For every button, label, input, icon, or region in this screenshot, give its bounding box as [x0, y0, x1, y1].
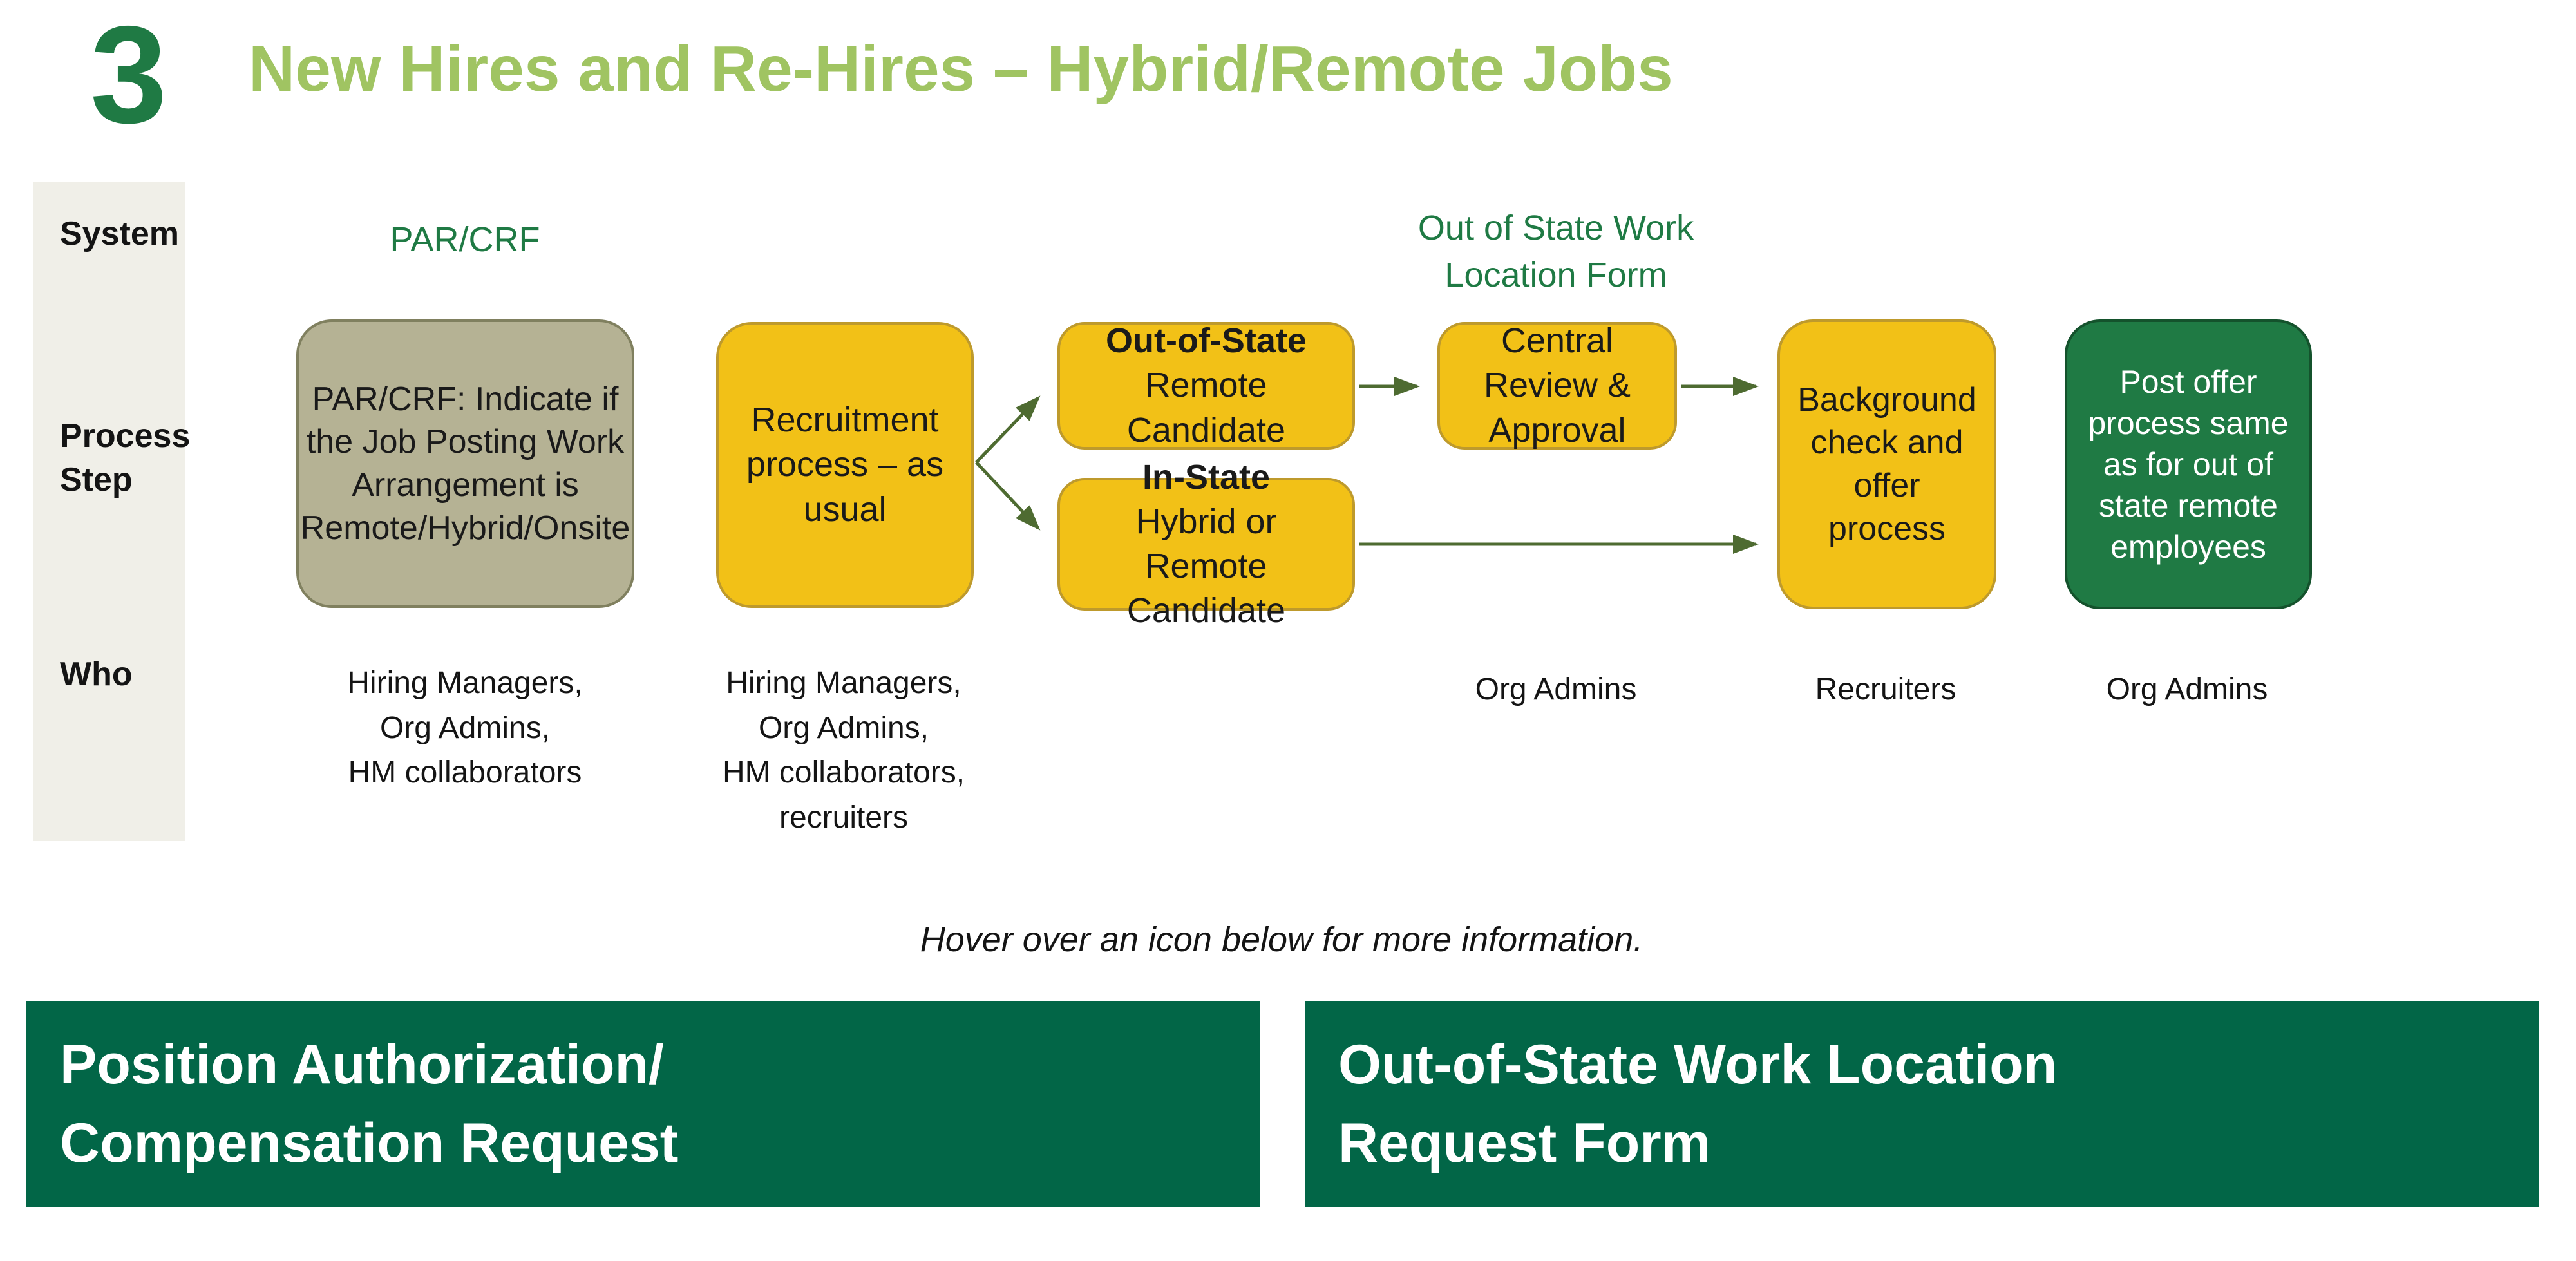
in-state-title: In-State — [1142, 457, 1271, 497]
out-of-state-subtitle: Remote Candidate — [1126, 366, 1286, 450]
banner-position-authorization[interactable]: Position Authorization/ Compensation Req… — [26, 1001, 1260, 1207]
process-box-in-state-candidate: In-State Hybrid or Remote Candidate — [1057, 458, 1355, 630]
banner-out-of-state-work-location[interactable]: Out-of-State Work Location Request Form — [1305, 1001, 2539, 1207]
who-label-background: Recruiters — [1815, 672, 1956, 706]
row-header-column: System Process Step Who — [33, 182, 190, 841]
arrow-recruitment-to-in-state — [975, 461, 1041, 531]
system-label-out-of-state-form: Out of State Work Location Form — [1417, 209, 1694, 294]
process-box-recruitment: Recruitment process – as usual — [716, 322, 974, 608]
process-box-out-of-state-candidate: Out-of-State Remote Candidate — [1057, 321, 1355, 450]
who-label-central-review: Org Admins — [1475, 672, 1637, 706]
process-box-central-review-approval: Central Review & Approval — [1437, 321, 1677, 450]
step-number: 3 — [90, 0, 167, 152]
hover-instruction-note: Hover over an icon below for more inform… — [920, 920, 1643, 959]
process-box-post-offer: Post offer process same as for out of st… — [2065, 319, 2312, 609]
row-label-who: Who — [60, 656, 133, 693]
system-label-par-crf: PAR/CRF — [390, 220, 540, 259]
out-of-state-title: Out-of-State — [1106, 321, 1307, 361]
who-label-post-offer: Org Admins — [2106, 672, 2268, 706]
row-label-system: System — [60, 215, 179, 252]
page-title: New Hires and Re-Hires – Hybrid/Remote J… — [249, 33, 1673, 105]
who-label-par-crf: Hiring Managers, Org Admins, HM collabor… — [347, 666, 583, 790]
process-box-par-crf: PAR/CRF: Indicate if the Job Posting Wor… — [296, 319, 634, 608]
process-box-background-check-offer: Background check and offer process — [1777, 319, 1996, 609]
arrow-recruitment-to-out-of-state — [975, 395, 1041, 464]
who-label-recruitment: Hiring Managers, Org Admins, HM collabor… — [722, 666, 965, 835]
row-label-process-step: Process Step — [60, 417, 191, 498]
in-state-subtitle: Hybrid or Remote Candidate — [1126, 502, 1286, 630]
